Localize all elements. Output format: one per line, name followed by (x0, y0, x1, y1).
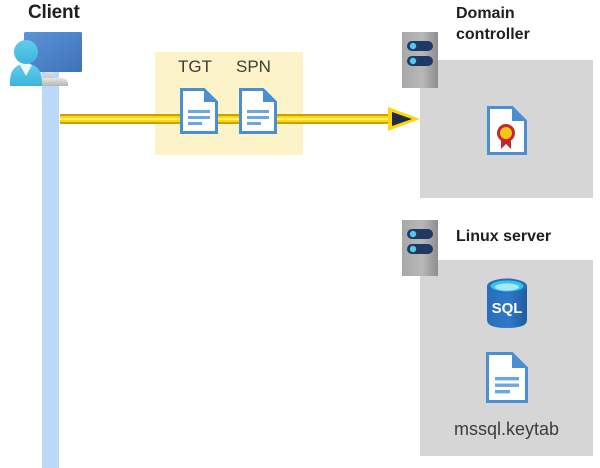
linux-server-title: Linux server (456, 228, 552, 245)
sql-database-icon: SQL (484, 277, 530, 329)
keytab-filename-label: mssql.keytab (453, 419, 560, 439)
spn-document-icon (239, 88, 277, 134)
request-arrow (60, 106, 420, 132)
domain-controller-title-line1: Domain (456, 5, 515, 22)
certificate-icon (487, 106, 527, 155)
sql-icon-label: SQL (492, 300, 523, 317)
domain-controller-title: Domain controller (456, 3, 596, 45)
linux-server-server-icon (402, 220, 438, 276)
domain-controller-title-line2: controller (456, 26, 530, 43)
tgt-document-icon (180, 88, 218, 134)
domain-controller-server-icon (402, 32, 438, 88)
client-lifeline (42, 70, 59, 468)
client-monitor-user-icon (4, 26, 88, 96)
keytab-document-icon (486, 352, 528, 403)
spn-token-label: SPN (236, 57, 271, 76)
ticket-exchange-highlight (155, 52, 303, 155)
client-label: Client (28, 2, 80, 23)
tgt-token-label: TGT (178, 57, 212, 76)
